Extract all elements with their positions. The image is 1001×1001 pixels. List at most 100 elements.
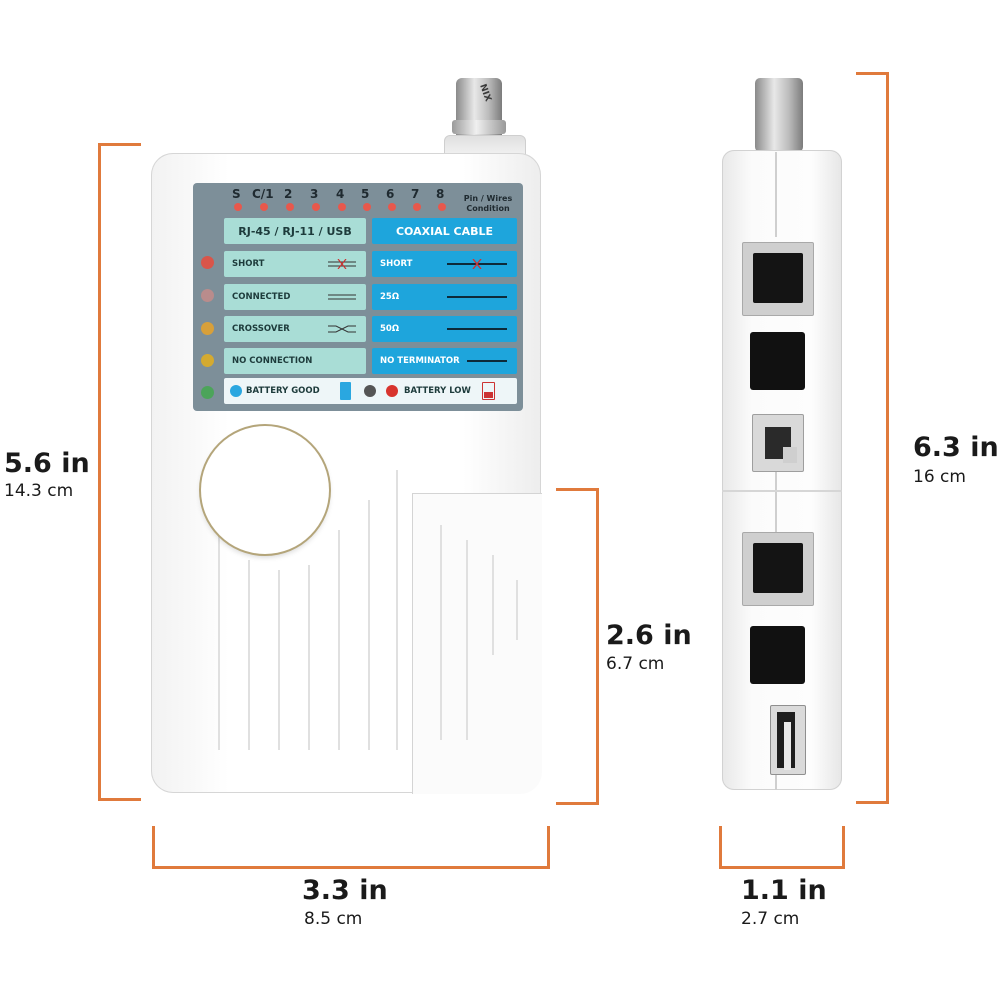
rj45-port-top xyxy=(742,242,814,316)
coax-50-symbol-icon xyxy=(447,328,507,330)
status-led-crossover xyxy=(201,322,214,335)
battery-strip: BATTERY GOOD BATTERY LOW xyxy=(224,378,517,404)
pin-led xyxy=(286,203,294,211)
door-height-imperial: 2.6 in xyxy=(606,620,692,651)
front-width-metric: 8.5 cm xyxy=(304,909,363,929)
door-rib xyxy=(466,540,468,740)
rj-row-label: NO CONNECTION xyxy=(232,356,313,366)
usb-b-port xyxy=(752,414,804,472)
body-rib xyxy=(368,500,370,750)
pin-label: 8 xyxy=(436,187,445,201)
side-height-metric: 16 cm xyxy=(913,467,966,487)
rj-row-label: CROSSOVER xyxy=(232,324,290,334)
rj11-port-bottom xyxy=(750,626,805,684)
rj-row-label: SHORT xyxy=(232,259,265,269)
usb-a-port xyxy=(770,705,806,775)
bnc-label: NIX xyxy=(477,82,493,104)
crossover-symbol-icon xyxy=(328,325,356,333)
pin-caption-line2: Condition xyxy=(466,204,510,213)
front-height-imperial: 5.6 in xyxy=(4,448,90,479)
coax-no-terminator-symbol-icon xyxy=(467,360,507,362)
side-height-imperial: 6.3 in xyxy=(913,432,999,463)
pin-led xyxy=(363,203,371,211)
side-height-bracket xyxy=(856,72,889,804)
rj-row-short: SHORT xyxy=(224,251,366,277)
pin-led xyxy=(312,203,320,211)
battery-low-indicator xyxy=(386,385,398,397)
battery-neutral-indicator xyxy=(364,385,376,397)
side-width-metric: 2.7 cm xyxy=(741,909,800,929)
coax-short-symbol-icon xyxy=(447,259,507,269)
pin-led xyxy=(234,203,242,211)
pin-led xyxy=(260,203,268,211)
battery-low-icon xyxy=(482,382,495,400)
side-seam xyxy=(775,460,777,540)
pin-led xyxy=(388,203,396,211)
battery-full-icon xyxy=(340,382,351,400)
side-seam xyxy=(775,152,777,237)
battery-low-label: BATTERY LOW xyxy=(404,386,471,396)
battery-good-label: BATTERY GOOD xyxy=(246,386,320,396)
front-width-bracket xyxy=(152,826,550,869)
pin-label: 2 xyxy=(284,187,293,201)
body-rib xyxy=(218,520,220,750)
body-rib xyxy=(308,565,310,750)
side-seam xyxy=(775,770,777,790)
front-height-bracket xyxy=(98,143,141,801)
status-led-connected xyxy=(201,289,214,302)
battery-good-indicator xyxy=(230,385,242,397)
coax-row-label: 50Ω xyxy=(380,324,400,334)
connected-symbol-icon xyxy=(328,294,356,300)
rj11-port-top xyxy=(750,332,805,390)
pin-led xyxy=(338,203,346,211)
door-height-metric: 6.7 cm xyxy=(606,654,665,674)
pin-label: S xyxy=(232,187,241,201)
status-led-battery xyxy=(201,386,214,399)
pin-led xyxy=(438,203,446,211)
rj-header: RJ-45 / RJ-11 / USB xyxy=(224,218,366,244)
coax-25-symbol-icon xyxy=(447,296,507,298)
pin-caption-line1: Pin / Wires xyxy=(463,194,513,203)
rj45-port-bottom xyxy=(742,532,814,606)
rj-row-label: CONNECTED xyxy=(232,292,291,302)
side-bnc-connector xyxy=(755,78,803,152)
door-height-bracket xyxy=(556,488,599,805)
rj-row-crossover: CROSSOVER xyxy=(224,316,366,342)
pin-label: 7 xyxy=(411,187,420,201)
battery-door[interactable] xyxy=(412,493,542,794)
coax-row-label: 25Ω xyxy=(380,292,400,302)
coax-row-25: 25Ω xyxy=(372,284,517,310)
body-rib xyxy=(248,560,250,750)
front-width-imperial: 3.3 in xyxy=(302,875,388,906)
rj-row-connected: CONNECTED xyxy=(224,284,366,310)
pin-caption: Pin / Wires Condition xyxy=(453,194,523,214)
body-rib xyxy=(338,530,340,750)
coax-row-50: 50Ω xyxy=(372,316,517,342)
door-rib xyxy=(440,525,442,740)
coax-row-no-terminator: NO TERMINATOR xyxy=(372,348,517,374)
pin-label: 5 xyxy=(361,187,370,201)
pin-label: 3 xyxy=(310,187,319,201)
test-button[interactable] xyxy=(201,426,329,554)
door-rib xyxy=(516,580,518,640)
short-symbol-icon xyxy=(328,259,356,269)
rj-row-no-connection: NO CONNECTION xyxy=(224,348,366,374)
side-width-bracket xyxy=(719,826,845,869)
coax-row-label: NO TERMINATOR xyxy=(380,356,460,366)
pin-label: 4 xyxy=(336,187,345,201)
side-body-split xyxy=(722,490,842,492)
status-led-no-connection xyxy=(201,354,214,367)
body-rib xyxy=(278,570,280,750)
bnc-ring xyxy=(452,120,506,134)
pin-label: C/1 xyxy=(252,187,274,201)
status-led-short xyxy=(201,256,214,269)
pin-label: 6 xyxy=(386,187,395,201)
body-rib xyxy=(396,470,398,750)
coax-row-short: SHORT xyxy=(372,251,517,277)
side-width-imperial: 1.1 in xyxy=(741,875,827,906)
coax-row-label: SHORT xyxy=(380,259,413,269)
coax-header: COAXIAL CABLE xyxy=(372,218,517,244)
front-height-metric: 14.3 cm xyxy=(4,481,74,501)
pin-led xyxy=(413,203,421,211)
door-rib xyxy=(492,555,494,655)
